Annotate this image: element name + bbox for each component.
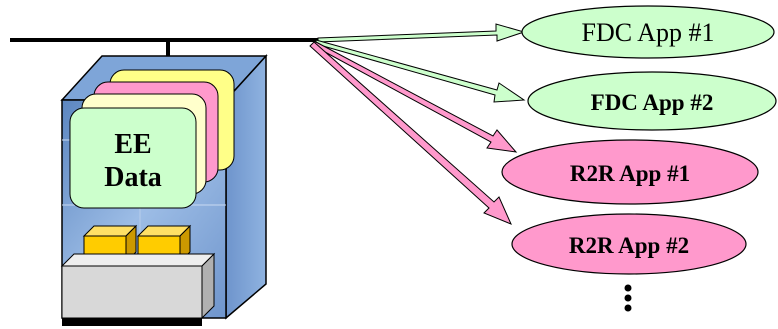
- data-card-stack: EE Data: [69, 69, 235, 209]
- app-r2r-2-label: R2R App #2: [569, 233, 689, 258]
- app-r2r-1-label: R2R App #1: [570, 161, 690, 186]
- r2r-arrow-2: [309, 41, 512, 225]
- data-card-front: [69, 107, 197, 209]
- app-r2r-1: R2R App #1: [501, 139, 759, 205]
- ee-data-label-line2: Data: [104, 162, 162, 193]
- app-fdc-1: FDC App #1: [521, 5, 775, 59]
- tower-base: [62, 318, 202, 326]
- equipment-drawer: [60, 252, 216, 320]
- app-fdc-1-label: FDC App #1: [582, 18, 715, 47]
- app-r2r-2: R2R App #2: [511, 213, 747, 275]
- more-apps-ellipsis: [624, 284, 632, 312]
- r2r-arrow-1: [313, 41, 518, 153]
- app-fdc-2: FDC App #2: [527, 71, 777, 131]
- fdc-arrow-2: [315, 39, 526, 103]
- app-fdc-2-label: FDC App #2: [591, 90, 714, 115]
- fdc-arrow-1: [317, 23, 526, 43]
- ee-data-label-line1: EE: [114, 129, 151, 160]
